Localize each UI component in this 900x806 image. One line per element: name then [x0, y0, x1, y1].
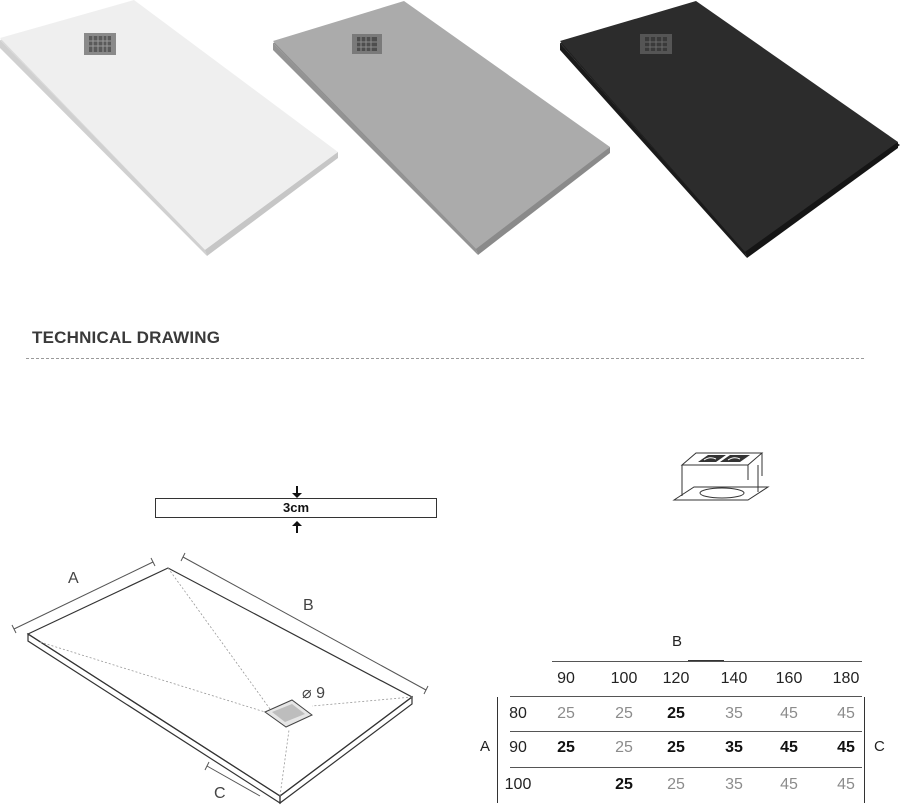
table-cell: 25 — [615, 739, 633, 756]
table-cell: 25 — [615, 705, 633, 722]
table-cell: 35 — [725, 705, 743, 722]
thickness-arrows-icon — [292, 486, 302, 533]
table-column-header: 180 — [832, 670, 860, 687]
table-axis-a-label: A — [480, 738, 491, 755]
table-cell: 35 — [725, 776, 743, 793]
table-axis-a-rail — [497, 697, 498, 803]
drain-detail-drawing — [672, 452, 770, 501]
table-cell: 25 — [667, 705, 685, 722]
table-row-header: 80 — [509, 705, 527, 722]
table-cell: 45 — [837, 776, 855, 793]
table-cell: 45 — [837, 705, 855, 722]
table-axis-c-label: C — [874, 738, 885, 755]
dimension-c-label: C — [214, 785, 226, 802]
table-cell: 35 — [725, 739, 743, 756]
table-cell: 45 — [780, 705, 798, 722]
table-axis-b-label: B — [672, 633, 683, 650]
thickness-label: 3cm — [282, 500, 310, 515]
table-header-rule — [510, 696, 862, 697]
dimension-a-label: A — [68, 570, 79, 587]
table-cell: 45 — [780, 776, 798, 793]
table-row-rule — [510, 731, 862, 732]
drain-diameter-label: ⌀ 9 — [302, 685, 325, 702]
table-cell: 25 — [667, 739, 685, 756]
table-cell: 25 — [557, 705, 575, 722]
table-cell: 25 — [557, 739, 575, 756]
table-axis-c-rail — [864, 697, 865, 803]
section-divider — [26, 358, 864, 359]
table-top-rule — [552, 661, 862, 662]
table-row-rule — [510, 767, 862, 768]
white-tray-image — [0, 0, 338, 256]
table-column-header: 160 — [775, 670, 803, 687]
table-cell: 25 — [615, 776, 633, 793]
profile-section: 3cm — [155, 498, 437, 518]
product-images — [0, 0, 900, 258]
table-column-header: 140 — [720, 670, 748, 687]
grey-tray-image — [273, 1, 610, 255]
table-cell: 45 — [837, 739, 855, 756]
section-title: TECHNICAL DRAWING — [32, 328, 221, 347]
table-column-header: 120 — [662, 670, 690, 687]
table-row-header: 90 — [509, 739, 527, 756]
table-cell: 25 — [667, 776, 685, 793]
tray-plan-drawing — [11, 552, 429, 805]
black-tray-image — [560, 1, 900, 258]
dimension-b-label: B — [303, 597, 314, 614]
table-column-header: 90 — [557, 670, 575, 687]
table-cell: 45 — [780, 739, 798, 756]
table-column-header: 100 — [610, 670, 638, 687]
table-row-header: 100 — [504, 776, 532, 793]
